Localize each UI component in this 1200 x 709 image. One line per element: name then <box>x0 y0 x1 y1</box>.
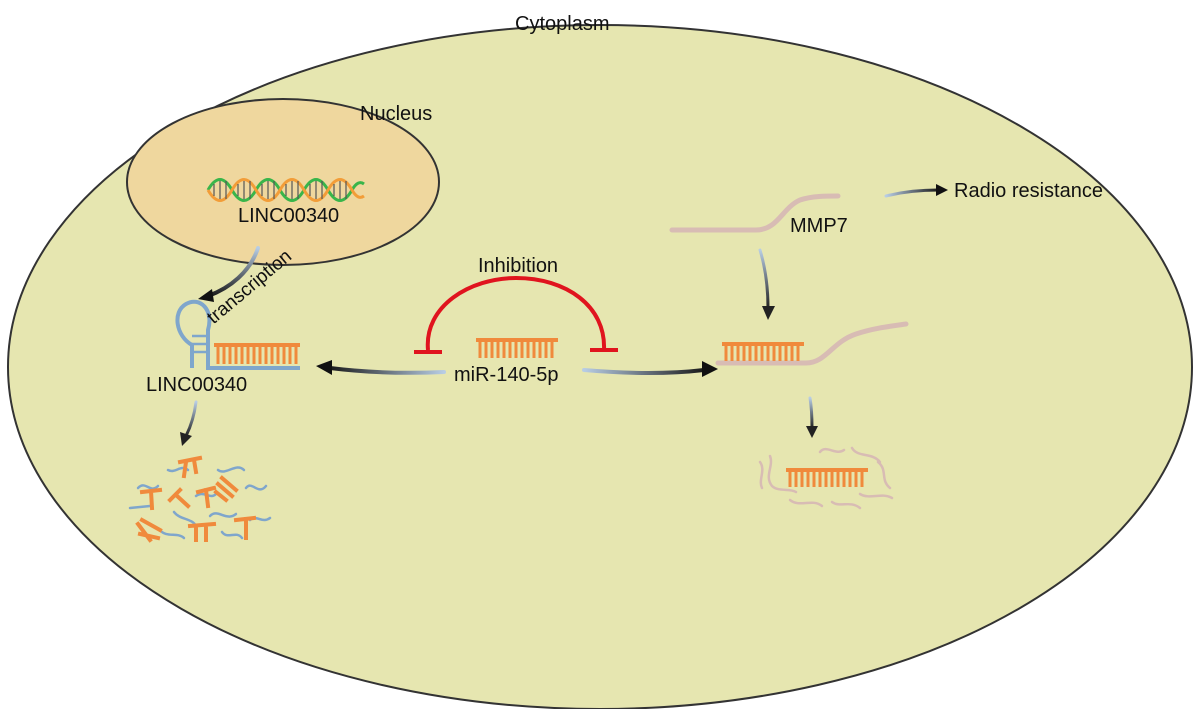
mirna-bound-linc-icon <box>214 343 300 364</box>
nucleus-label: Nucleus <box>360 103 433 125</box>
degradation-arrow-right <box>806 396 818 438</box>
mirna-to-mmp7-arrow <box>582 361 718 377</box>
degradation-arrow-left <box>180 400 198 446</box>
cytoplasm-label: Cytoplasm <box>515 13 610 35</box>
linc00340-rna-label: LINC00340 <box>146 374 248 396</box>
radio-resistance-label: Radio resistance <box>954 180 1103 202</box>
mirna-to-linc-arrow <box>316 360 446 375</box>
linc00340-gene-label: LINC00340 <box>238 205 340 227</box>
degraded-mmp7-fragments-icon <box>758 446 894 510</box>
inhibition-arc <box>414 275 618 354</box>
mmp7-to-radio-resistance-arrow <box>884 184 948 198</box>
linc00340-rna-icon <box>175 299 300 370</box>
transcription-arrow <box>198 246 260 302</box>
degraded-linc-fragments-icon <box>128 455 272 543</box>
mmp7-mirna-complex-icon <box>715 321 909 366</box>
mirna-free-icon <box>476 338 558 358</box>
nucleus <box>126 98 440 266</box>
dna-helix-icon <box>206 178 365 202</box>
mmp7-mrna-icon <box>669 193 841 233</box>
mmp7-label: MMP7 <box>790 215 848 237</box>
mirna-label: miR-140-5p <box>454 364 559 386</box>
inhibition-label: Inhibition <box>478 255 559 277</box>
mmp7-binding-arrow <box>758 248 775 320</box>
